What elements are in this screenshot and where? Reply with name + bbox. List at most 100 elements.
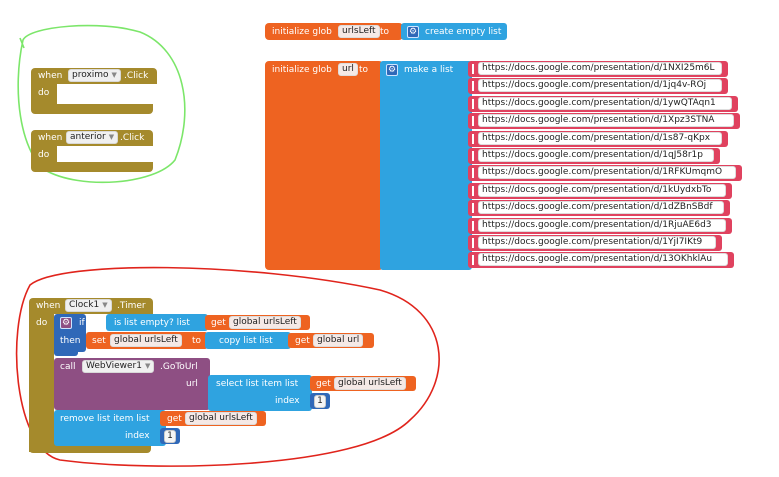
open-quote-icon [472, 98, 476, 109]
url-text-field[interactable]: https://docs.google.com/presentation/d/1… [478, 131, 722, 145]
url-text-field[interactable]: https://docs.google.com/presentation/d/1… [478, 183, 726, 197]
url-text-field[interactable]: https://docs.google.com/presentation/d/1… [478, 253, 728, 267]
url-text-field[interactable]: https://docs.google.com/presentation/d/1… [478, 114, 734, 128]
variable-name-field[interactable]: url [338, 63, 358, 76]
variable-name: global urlsLeft [189, 413, 253, 423]
when-label: when [36, 301, 61, 311]
url-text-block[interactable]: https://docs.google.com/presentation/d/1… [468, 182, 732, 199]
open-quote-icon [472, 81, 476, 92]
get-urlsleft-block[interactable]: get global urlsLeft [160, 411, 266, 426]
proximo-click-event-block[interactable]: when proximo▼ .Click do [31, 68, 157, 114]
component-dropdown[interactable]: WebViewer1▼ [82, 360, 155, 373]
url-text-field[interactable]: https://docs.google.com/presentation/d/1… [478, 79, 722, 93]
url-text-field[interactable]: https://docs.google.com/presentation/d/1… [478, 201, 724, 215]
component-name: proximo [72, 70, 109, 80]
gear-icon[interactable]: ⚙ [386, 64, 398, 76]
url-text-block[interactable]: https://docs.google.com/presentation/d/1… [468, 252, 734, 269]
copy-list-block[interactable]: copy list list [205, 332, 291, 349]
get-url-block[interactable]: get global url [288, 333, 374, 348]
get-label: get [167, 414, 182, 424]
variable-name-field[interactable]: urlsLeft [338, 25, 380, 38]
set-label: set [92, 336, 106, 346]
chevron-down-icon: ▼ [108, 133, 115, 141]
url-text-block[interactable]: https://docs.google.com/presentation/d/1… [468, 61, 728, 77]
component-dropdown[interactable]: Clock1▼ [65, 299, 112, 312]
variable-dropdown[interactable]: global url [313, 334, 364, 347]
set-urlsleft-block[interactable]: set global urlsLeft to [86, 332, 208, 349]
chevron-down-icon: ▼ [102, 301, 108, 309]
url-text-block[interactable]: https://docs.google.com/presentation/d/1… [468, 95, 738, 112]
component-name: anterior [70, 132, 106, 142]
get-urlsleft-block[interactable]: get global urlsLeft [310, 376, 416, 391]
url-text-field[interactable]: https://docs.google.com/presentation/d/1… [478, 218, 726, 232]
component-name: WebViewer1 [86, 361, 142, 371]
open-quote-icon [472, 64, 476, 74]
url-text-block[interactable]: https://docs.google.com/presentation/d/1… [468, 130, 728, 147]
create-empty-list-block[interactable]: ⚙ create empty list [401, 23, 507, 40]
gear-icon[interactable]: ⚙ [407, 26, 419, 38]
get-label: get [316, 379, 331, 389]
component-dropdown[interactable]: anterior▼ [66, 131, 119, 144]
url-text-field[interactable]: https://docs.google.com/presentation/d/1… [478, 149, 714, 162]
url-text-field[interactable]: https://docs.google.com/presentation/d/1… [478, 96, 732, 110]
open-quote-icon [472, 255, 476, 266]
make-a-list-block[interactable]: ⚙ make a list [380, 61, 472, 270]
component-name: Clock1 [69, 300, 100, 310]
number-value[interactable]: 1 [314, 395, 326, 408]
variable-dropdown[interactable]: global urlsLeft [334, 377, 406, 390]
remove-list-item-block[interactable]: remove list item list index [54, 410, 166, 446]
number-block[interactable]: 1 [310, 393, 330, 409]
variable-name: global url [317, 335, 360, 345]
gear-icon[interactable]: ⚙ [60, 317, 72, 329]
init-label: initialize glob [272, 65, 332, 75]
event-name: .Timer [117, 301, 146, 311]
component-dropdown[interactable]: proximo▼ [68, 69, 121, 82]
number-block[interactable]: 1 [160, 428, 180, 444]
init-global-url-block[interactable]: initialize glob url to [265, 61, 383, 270]
then-label: then [60, 336, 81, 346]
url-arg-label: url [186, 379, 198, 389]
url-text-field[interactable]: https://docs.google.com/presentation/d/1… [478, 166, 736, 180]
url-text-field[interactable]: https://docs.google.com/presentation/d/1… [478, 62, 722, 75]
create-empty-list-label: create empty list [425, 27, 502, 37]
call-label: call [60, 362, 76, 372]
is-list-empty-block[interactable]: is list empty? list [106, 314, 208, 331]
index-label: index [275, 396, 300, 406]
to-label: to [380, 27, 390, 37]
copy-list-label: copy list list [219, 336, 273, 346]
url-text-field[interactable]: https://docs.google.com/presentation/d/1… [478, 236, 716, 249]
url-text-block[interactable]: https://docs.google.com/presentation/d/1… [468, 165, 742, 182]
variable-name: global urlsLeft [338, 378, 402, 388]
variable-dropdown[interactable]: global urlsLeft [185, 412, 257, 425]
green-annotation-tail [19, 37, 25, 49]
url-text-block[interactable]: https://docs.google.com/presentation/d/1… [468, 113, 740, 130]
variable-dropdown[interactable]: global urlsLeft [110, 334, 182, 347]
get-urlsleft-block[interactable]: get global urlsLeft [205, 315, 310, 330]
call-webviewer-gotourl-block[interactable]: call WebViewer1▼ .GoToUrl url [54, 358, 210, 410]
anterior-click-event-block[interactable]: when anterior▼ .Click do [31, 130, 153, 172]
when-label: when [38, 71, 63, 81]
remove-list-item-label: remove list item list [60, 414, 150, 424]
init-global-urlsleft-block[interactable]: initialize glob urlsLeft to [265, 23, 403, 40]
open-quote-icon [472, 238, 476, 248]
url-text-block[interactable]: https://docs.google.com/presentation/d/1… [468, 200, 730, 217]
do-label: do [36, 318, 48, 328]
url-text-block[interactable]: https://docs.google.com/presentation/d/1… [468, 217, 732, 234]
do-label: do [38, 88, 50, 98]
select-list-item-block[interactable]: select list item list index [208, 375, 312, 411]
open-quote-icon [472, 185, 476, 196]
clock-timer-event-block[interactable]: when Clock1▼ .Timer do [29, 298, 329, 454]
event-name: .Click [120, 133, 145, 143]
when-label: when [38, 133, 63, 143]
number-value[interactable]: 1 [164, 430, 176, 443]
index-label: index [125, 431, 150, 441]
open-quote-icon [472, 116, 476, 127]
select-list-item-label: select list item list [216, 379, 299, 389]
url-text-block[interactable]: https://docs.google.com/presentation/d/1… [468, 148, 720, 164]
open-quote-icon [472, 168, 476, 179]
variable-name: global urlsLeft [233, 317, 297, 327]
url-text-block[interactable]: https://docs.google.com/presentation/d/1… [468, 235, 722, 251]
url-text-block[interactable]: https://docs.google.com/presentation/d/1… [468, 78, 728, 95]
variable-dropdown[interactable]: global urlsLeft [229, 316, 301, 329]
chevron-down-icon: ▼ [144, 362, 151, 370]
